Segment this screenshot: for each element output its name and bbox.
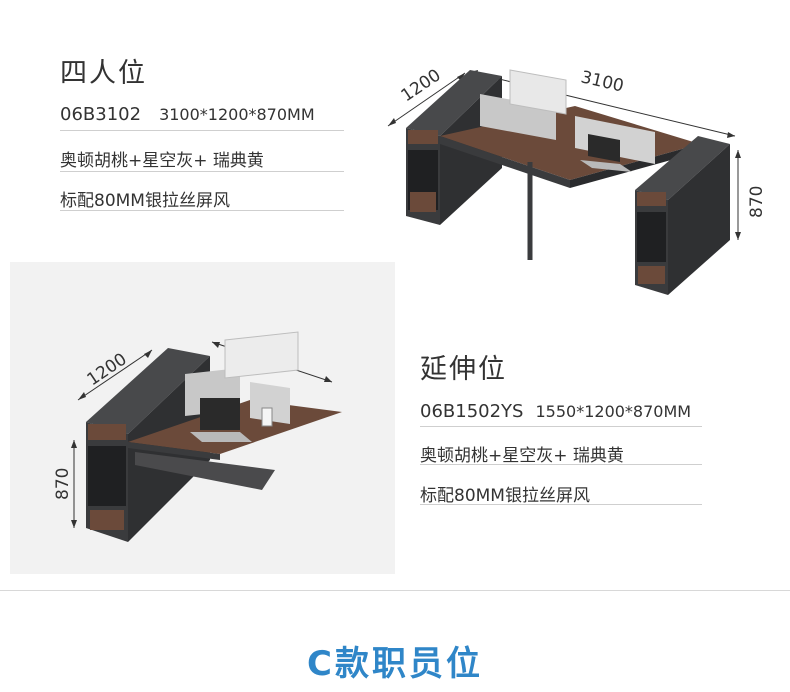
- section-divider: [0, 590, 790, 591]
- footer-title: C款职员位: [307, 644, 483, 684]
- extension-title: 延伸位: [420, 354, 507, 385]
- phone-icon: [261, 407, 273, 427]
- extension-screen: 标配80MM银拉丝屏风: [420, 486, 590, 506]
- dimension-arrows: [71, 342, 332, 528]
- laptop-icon: [190, 398, 252, 442]
- extension-model: 06B1502YS: [420, 401, 524, 422]
- desk-screens: [185, 331, 299, 424]
- extension-finish: 奥顿胡桃+星空灰+ 瑞典黄: [420, 446, 624, 466]
- divider-line: [420, 504, 702, 505]
- four-person-dimensions: 3100*1200*870MM: [159, 105, 315, 124]
- divider-line: [60, 130, 344, 131]
- extension-depth-label: 1200: [84, 349, 131, 390]
- divider-line: [420, 464, 702, 465]
- four-person-finish: 奥顿胡桃+星空灰+ 瑞典黄: [60, 151, 264, 171]
- divider-line: [60, 171, 344, 172]
- four-person-screen: 标配80MM银拉丝屏风: [60, 191, 230, 211]
- four-person-spec: 06B3102 3100*1200*870MM: [60, 104, 315, 125]
- four-person-length-label: 3100: [579, 67, 626, 96]
- four-person-height-label: 870: [747, 186, 767, 218]
- four-person-desk-illustration: 1200 3100 870: [387, 65, 767, 295]
- extension-spec: 06B1502YS 1550*1200*870MM: [420, 401, 691, 422]
- four-person-title: 四人位: [60, 58, 147, 89]
- extension-desk-illustration: 1200 1550 870: [53, 331, 342, 542]
- extension-height-label: 870: [53, 468, 73, 500]
- divider-line: [420, 426, 702, 427]
- extension-dimensions: 1550*1200*870MM: [535, 402, 692, 421]
- four-person-model: 06B3102: [60, 104, 142, 125]
- right-cabinet: [635, 136, 730, 295]
- laptop-icon: [580, 134, 632, 172]
- divider-line: [60, 210, 344, 211]
